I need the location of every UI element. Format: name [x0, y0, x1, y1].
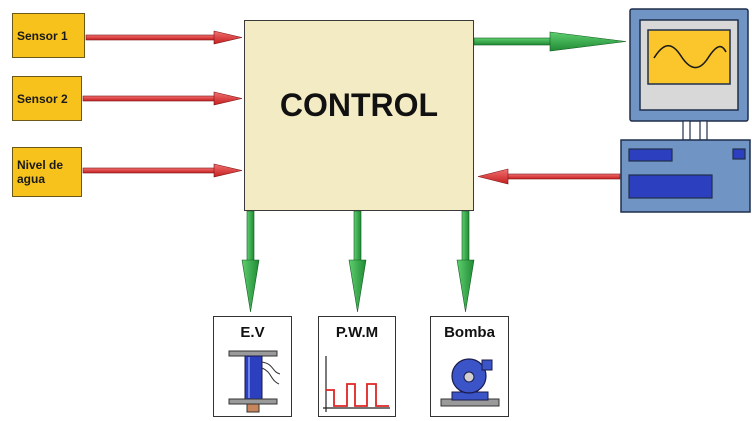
- sensor-2-box: Sensor 2: [12, 76, 82, 121]
- pump-output-box: Bomba: [430, 316, 509, 417]
- arrow-control-to-pump: [456, 210, 475, 313]
- arrow-control-to-pwm: [348, 210, 367, 313]
- sensor-1-label: Sensor 1: [17, 28, 68, 43]
- pwm-output-box: P.W.M: [318, 316, 396, 417]
- sensor-2-label: Sensor 2: [17, 91, 68, 106]
- control-label: CONTROL: [279, 87, 439, 123]
- arrow-water-level-to-control: [82, 163, 243, 178]
- sensor-1-box: Sensor 1: [12, 13, 85, 58]
- ev-output-box: E.V: [213, 316, 292, 417]
- water-level-sensor-box: Nivel de agua: [12, 147, 82, 197]
- arrow-sensor2-to-control: [82, 91, 243, 106]
- arrow-control-to-ev: [241, 210, 260, 313]
- arrow-sensor1-to-control: [85, 30, 243, 45]
- arrow-computer-to-control: [477, 168, 621, 185]
- ev-label: E.V: [240, 324, 265, 341]
- arrow-control-to-computer: [473, 31, 627, 52]
- pwm-label: P.W.M: [335, 324, 379, 341]
- water-level-label: Nivel de agua: [17, 158, 64, 186]
- pump-label: Bomba: [444, 324, 495, 341]
- control-block: CONTROL: [244, 20, 474, 211]
